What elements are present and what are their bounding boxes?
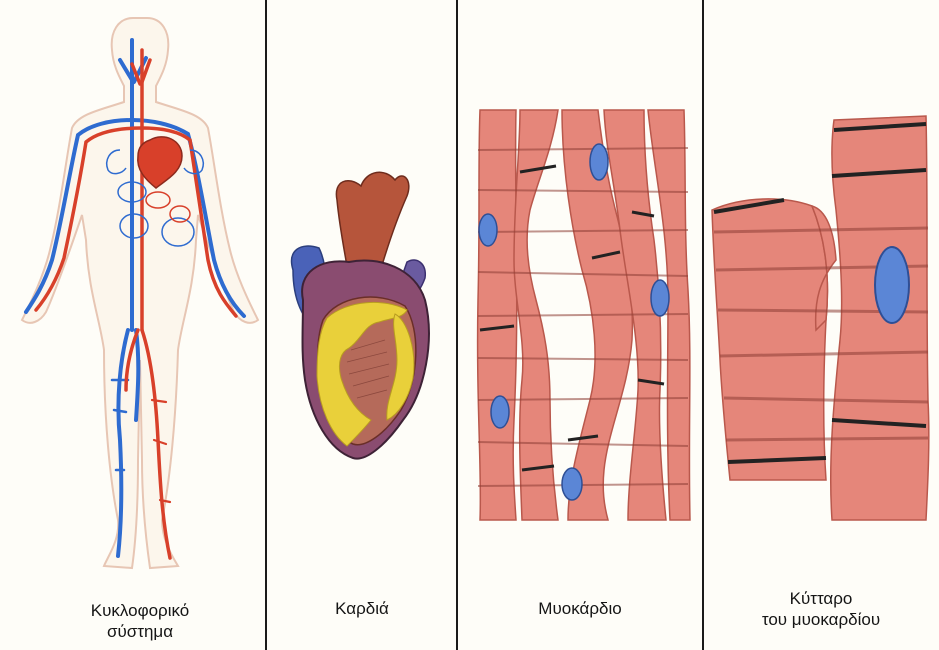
caption-heart: Καρδιά xyxy=(287,598,437,619)
panel-myocardial-cell: Κύτταρο του μυοκαρδίου xyxy=(704,0,939,650)
caption-myocardium: Μυοκάρδιο xyxy=(480,598,680,619)
caption-circulatory-system: Κυκλοφορικό σύστημα xyxy=(60,600,220,642)
cell-nucleus xyxy=(875,247,909,323)
panel-heart: Καρδιά xyxy=(267,0,456,650)
panel-circulatory-system: Κυκλοφορικό σύστημα xyxy=(0,0,266,650)
heart-illustration xyxy=(267,0,456,650)
myocardium-illustration xyxy=(458,0,702,650)
panel-myocardium: Μυοκάρδιο xyxy=(458,0,702,650)
aorta xyxy=(336,172,408,266)
body-outline xyxy=(22,18,258,568)
myocardial-cell-illustration xyxy=(704,0,939,650)
caption-myocardial-cell: Κύτταρο του μυοκαρδίου xyxy=(716,588,926,630)
circulatory-system-illustration xyxy=(0,0,266,650)
